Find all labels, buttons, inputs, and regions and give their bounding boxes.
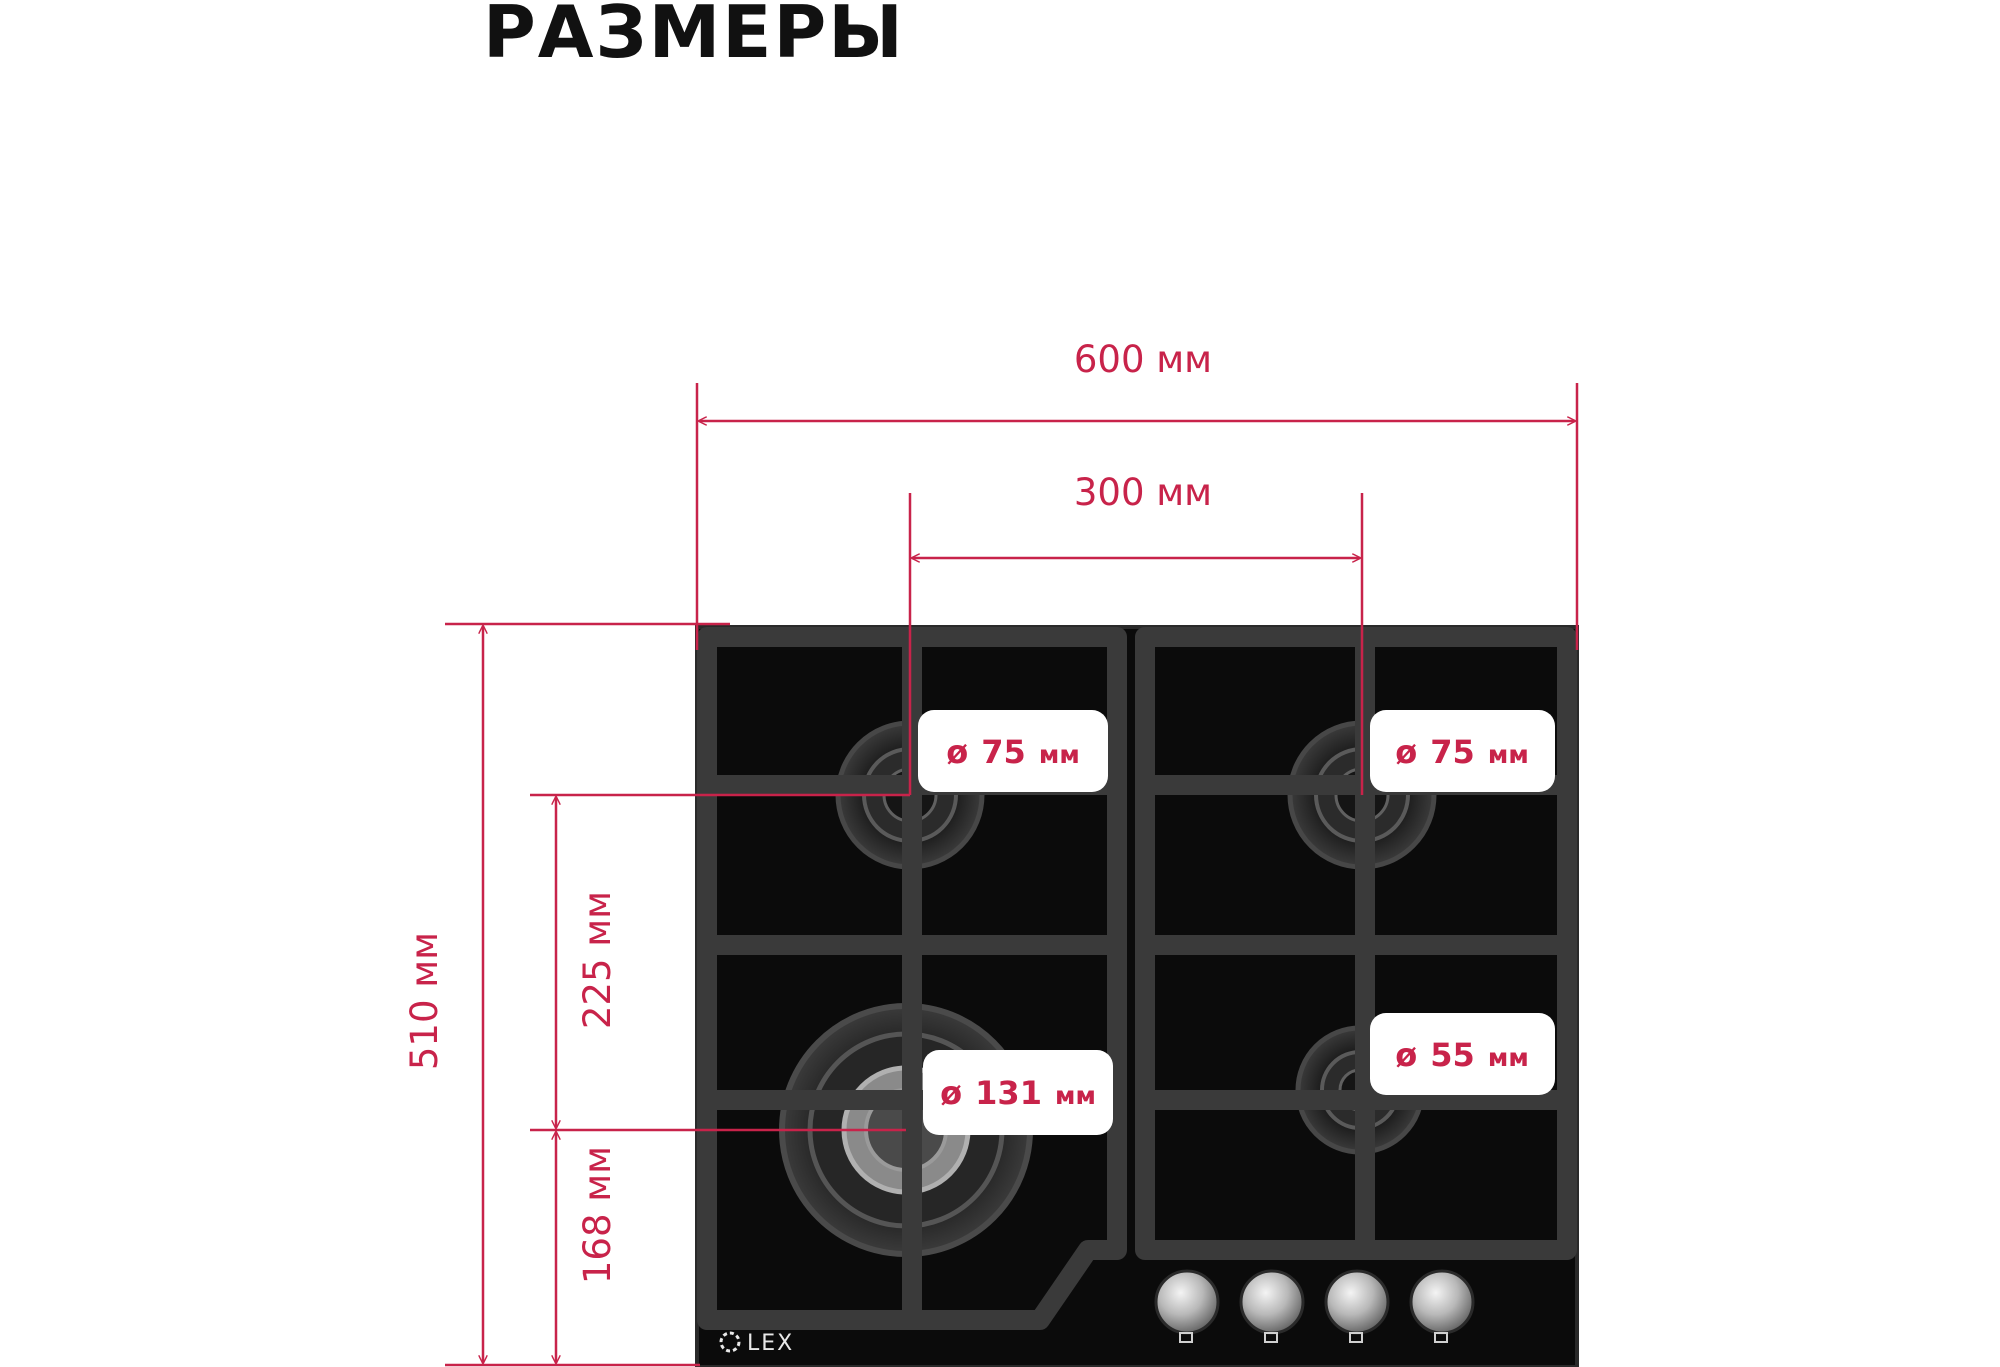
control-knobs [1154, 1269, 1475, 1343]
knob-2 [1239, 1269, 1305, 1343]
badge-rear-right: ø 75 мм [1370, 710, 1555, 792]
page-title: РАЗМЕРЫ [483, 0, 905, 74]
dimension-lines [445, 383, 1579, 1367]
badge-unit: мм [1039, 740, 1080, 769]
badge-size: 75 [1430, 733, 1475, 771]
badge-front-left: ø 131 мм [923, 1050, 1113, 1135]
badge-front-right: ø 55 мм [1370, 1013, 1555, 1095]
grate-right [1135, 627, 1577, 1260]
badge-rear-left: ø 75 мм [918, 710, 1108, 792]
badge-symbol: ø [1395, 1036, 1417, 1074]
badge-unit: мм [1488, 1043, 1529, 1072]
badge-size: 75 [981, 733, 1026, 771]
burner-distance-label: 225 мм [576, 891, 619, 1029]
width-label: 600 мм [1074, 338, 1212, 381]
badge-unit: мм [1488, 740, 1529, 769]
svg-text:ø 75 мм: ø 75 мм [946, 733, 1080, 771]
svg-text:ø 131 мм: ø 131 мм [940, 1074, 1096, 1112]
badge-size: 131 [975, 1074, 1042, 1112]
knob-1 [1154, 1269, 1220, 1343]
brand-logo: LEX [719, 1331, 794, 1356]
badge-symbol: ø [1395, 733, 1417, 771]
spacing-label: 300 мм [1074, 471, 1212, 514]
badge-symbol: ø [946, 733, 968, 771]
front-edge-label: 168 мм [576, 1146, 619, 1284]
depth-label: 510 мм [403, 932, 446, 1070]
svg-text:ø 55 мм: ø 55 мм [1395, 1036, 1529, 1074]
badge-unit: мм [1055, 1081, 1096, 1110]
knob-4 [1409, 1269, 1475, 1343]
badge-symbol: ø [940, 1074, 962, 1112]
knob-3 [1324, 1269, 1390, 1343]
badge-size: 55 [1430, 1036, 1475, 1074]
svg-text:ø 75 мм: ø 75 мм [1395, 733, 1529, 771]
brand-logo-text: LEX [747, 1331, 794, 1356]
